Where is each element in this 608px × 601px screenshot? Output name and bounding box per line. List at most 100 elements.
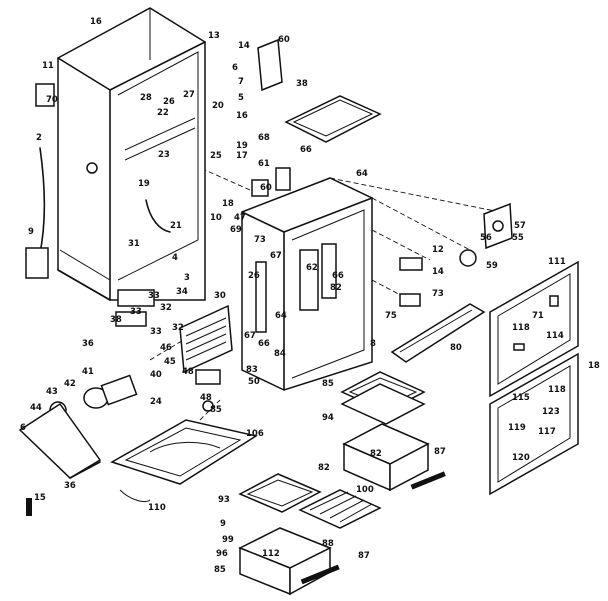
callout-label: 71 — [532, 311, 544, 321]
callout-label: 26 — [163, 97, 175, 107]
callout-label: 82 — [318, 463, 330, 473]
callout-label: 40 — [150, 370, 162, 380]
door-gaskets — [489, 260, 579, 496]
callout-label: 87 — [358, 551, 370, 561]
callout-label: 82 — [370, 449, 382, 459]
drain-pan — [110, 419, 258, 503]
callout-label: 32 — [160, 303, 172, 313]
callout-label: 22 — [157, 108, 169, 118]
callout-label: 26 — [248, 271, 260, 281]
callout-label: 4 — [172, 253, 178, 263]
callout-label: 47 — [234, 213, 246, 223]
callout-label: 41 — [82, 367, 94, 377]
callout-label: 11 — [42, 61, 54, 71]
callout-label: 23 — [158, 150, 170, 160]
callout-label: 38 — [110, 315, 122, 325]
callout-label: 80 — [450, 343, 462, 353]
small-parts — [26, 162, 423, 516]
callout-label: 93 — [218, 495, 230, 505]
callout-label: 60 — [260, 183, 272, 193]
callout-label: 20 — [212, 101, 224, 111]
callout-label: 67 — [270, 251, 282, 261]
callout-label: 33 — [148, 291, 160, 301]
callout-label: 94 — [322, 413, 334, 423]
callout-label: 19 — [138, 179, 150, 189]
callout-label: 33 — [150, 327, 162, 337]
callout-label: 48 — [200, 393, 212, 403]
callout-label: 3 — [184, 273, 190, 283]
callout-label: 13 — [208, 31, 220, 41]
callout-label: 2 — [36, 133, 42, 143]
callout-label: 118 — [512, 323, 530, 333]
callout-label: 112 — [262, 549, 280, 559]
callout-label: 88 — [322, 539, 334, 549]
callout-label: 16 — [90, 17, 102, 27]
callout-label: 85 — [210, 405, 222, 415]
callout-label: 28 — [140, 93, 152, 103]
callout-label: 119 — [508, 423, 526, 433]
callout-label: 106 — [246, 429, 264, 439]
top-shelf — [257, 38, 382, 143]
callout-label: 114 — [546, 331, 564, 341]
callout-label: 8 — [370, 339, 376, 349]
callout-label: 7 — [238, 77, 244, 87]
callout-label: 117 — [538, 427, 556, 437]
freezer-liner — [241, 177, 373, 391]
callout-label: 19 — [236, 141, 248, 151]
fan-motor — [18, 374, 138, 479]
callout-label: 10 — [210, 213, 222, 223]
callout-label: 16 — [236, 111, 248, 121]
callout-label: 21 — [170, 221, 182, 231]
callout-label: 99 — [222, 535, 234, 545]
callout-label: 66 — [300, 145, 312, 155]
callout-label: 85 — [322, 379, 334, 389]
callout-label: 70 — [46, 95, 58, 105]
callout-label: 48 — [182, 367, 194, 377]
callout-label: 82 — [330, 283, 342, 293]
callout-label: 6 — [20, 423, 26, 433]
callout-label: 9 — [28, 227, 34, 237]
callout-label: 45 — [164, 357, 176, 367]
callout-label: 100 — [356, 485, 374, 495]
crisper-drawer — [342, 423, 446, 492]
callout-label: 60 — [278, 35, 290, 45]
callout-label: 62 — [306, 263, 318, 273]
callout-label: 33 — [130, 307, 142, 317]
callout-label: 123 — [542, 407, 560, 417]
callout-label: 55 — [512, 233, 524, 243]
callout-label: 96 — [216, 549, 228, 559]
callout-label: 83 — [246, 365, 258, 375]
callout-label: 43 — [46, 387, 58, 397]
callout-label: 69 — [230, 225, 242, 235]
callout-label: 9 — [220, 519, 226, 529]
callout-label: 115 — [512, 393, 530, 403]
callout-label: 14 — [238, 41, 250, 51]
callout-label: 85 — [214, 565, 226, 575]
callout-label: 87 — [434, 447, 446, 457]
callout-label: 32 — [172, 323, 184, 333]
callout-label: 64 — [356, 169, 368, 179]
callout-label: 66 — [258, 339, 270, 349]
bottom-drawer — [238, 527, 340, 596]
damper-control — [459, 202, 513, 267]
callout-label: 73 — [254, 235, 266, 245]
callout-label: 68 — [258, 133, 270, 143]
side-tube — [25, 83, 55, 279]
callout-label: 120 — [512, 453, 530, 463]
callout-label: 18 — [222, 199, 234, 209]
callout-label: 17 — [236, 151, 248, 161]
callout-label: 75 — [385, 311, 397, 321]
callout-label: 57 — [514, 221, 526, 231]
callout-label: 30 — [214, 291, 226, 301]
callout-label: 6 — [232, 63, 238, 73]
shelf-85 — [340, 371, 426, 425]
callout-label: 27 — [183, 90, 195, 100]
callout-label: 5 — [238, 93, 244, 103]
callout-label: 66 — [332, 271, 344, 281]
callout-label: 73 — [432, 289, 444, 299]
callout-label: 118 — [548, 385, 566, 395]
callout-label: 24 — [150, 397, 162, 407]
callout-label: 67 — [244, 331, 256, 341]
callout-label: 18 — [588, 361, 600, 371]
